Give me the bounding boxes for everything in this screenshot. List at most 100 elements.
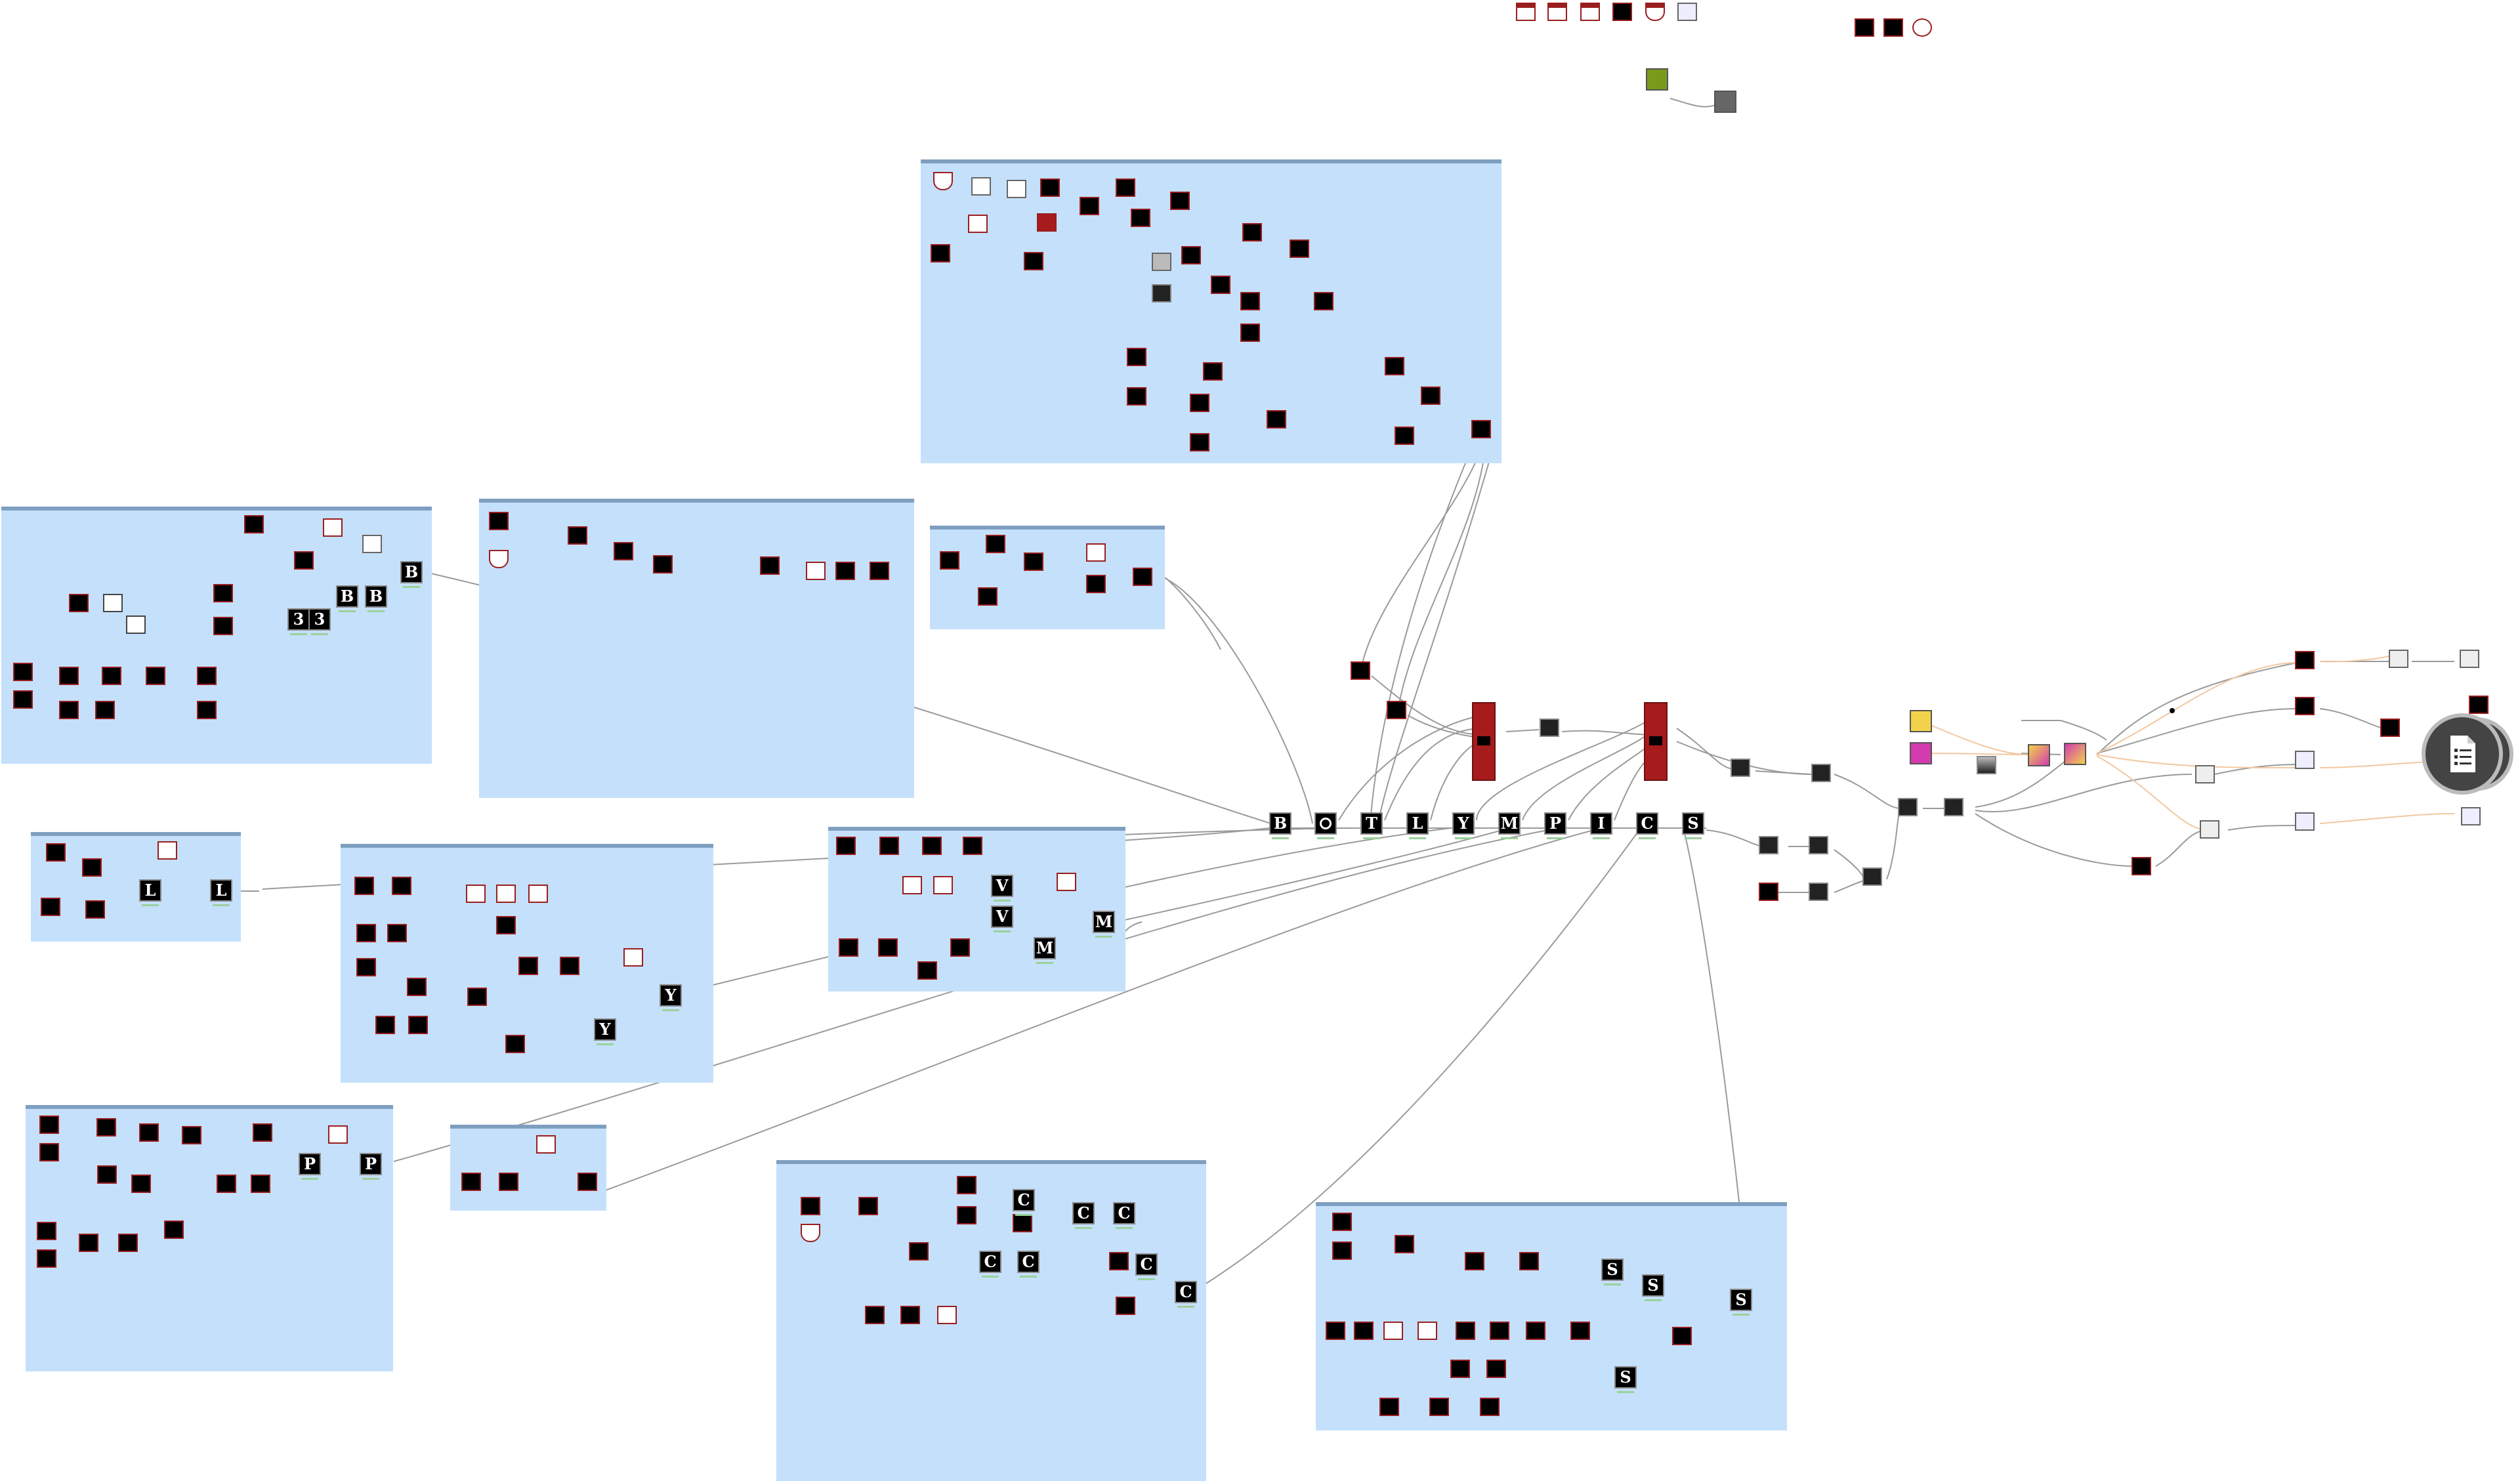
node[interactable] — [2195, 765, 2215, 783]
node[interactable] — [197, 701, 217, 719]
node[interactable] — [933, 876, 953, 894]
texture-node[interactable] — [1714, 91, 1736, 113]
node[interactable] — [1811, 764, 1831, 782]
main-node-c[interactable]: C — [1636, 812, 1658, 839]
node[interactable] — [1418, 1322, 1437, 1340]
node[interactable] — [1354, 1322, 1374, 1340]
node[interactable] — [1240, 323, 1260, 342]
node[interactable] — [489, 512, 509, 530]
node[interactable] — [356, 958, 376, 976]
node[interactable] — [408, 1016, 428, 1034]
node[interactable] — [963, 837, 982, 855]
node[interactable] — [461, 1173, 481, 1191]
group-b-node[interactable]: B — [365, 585, 387, 612]
node[interactable] — [37, 1222, 56, 1240]
node[interactable] — [623, 948, 643, 967]
node[interactable] — [1490, 1322, 1509, 1340]
node[interactable] — [2460, 650, 2479, 668]
node[interactable] — [1898, 798, 1918, 816]
node[interactable] — [1383, 1322, 1403, 1340]
main-node-s[interactable]: S — [1682, 812, 1704, 839]
node[interactable] — [1203, 362, 1223, 381]
group-l[interactable] — [31, 832, 241, 942]
node[interactable] — [362, 535, 382, 553]
group-c-node[interactable]: C — [1072, 1202, 1095, 1229]
node[interactable] — [496, 916, 516, 934]
group-s-node[interactable]: S — [1614, 1366, 1637, 1393]
node[interactable] — [528, 885, 548, 903]
group-s-node[interactable]: S — [1642, 1274, 1664, 1301]
node[interactable] — [41, 898, 60, 916]
node[interactable] — [968, 215, 988, 233]
node[interactable] — [387, 924, 407, 942]
node[interactable] — [146, 667, 165, 685]
node[interactable] — [931, 244, 950, 262]
node[interactable] — [158, 841, 177, 860]
node[interactable] — [496, 885, 516, 903]
group-p-node[interactable]: P — [360, 1153, 382, 1180]
node[interactable] — [1540, 719, 1559, 737]
node[interactable] — [978, 587, 998, 606]
group-y-node[interactable]: Y — [660, 984, 682, 1011]
main-node-i[interactable]: I — [1590, 812, 1612, 839]
node[interactable] — [294, 551, 314, 570]
node[interactable] — [2295, 651, 2315, 669]
node[interactable] — [1526, 1322, 1545, 1340]
group-p-node[interactable]: P — [299, 1153, 321, 1180]
main-node-m[interactable]: M — [1498, 812, 1521, 839]
gradient-node[interactable] — [2064, 743, 2086, 765]
node[interactable] — [1037, 213, 1057, 232]
group-s-node[interactable]: S — [1601, 1259, 1624, 1285]
node[interactable] — [328, 1125, 348, 1144]
preview-node[interactable] — [1580, 3, 1600, 21]
node[interactable] — [1242, 223, 1262, 241]
node[interactable] — [213, 617, 233, 635]
node[interactable] — [59, 667, 79, 685]
node[interactable] — [102, 667, 121, 685]
node[interactable] — [1057, 873, 1076, 891]
main-node-p[interactable]: P — [1544, 812, 1566, 839]
node[interactable] — [39, 1116, 59, 1134]
preview-node[interactable] — [1516, 3, 1536, 21]
main-node-t[interactable]: T — [1360, 812, 1383, 839]
node[interactable] — [1133, 568, 1152, 586]
node[interactable] — [1351, 661, 1370, 680]
group-c-node[interactable]: C — [1013, 1189, 1035, 1216]
node[interactable] — [1385, 357, 1404, 375]
node[interactable] — [126, 615, 146, 634]
main-node-y[interactable]: Y — [1452, 812, 1475, 839]
node[interactable] — [1190, 433, 1209, 451]
node[interactable] — [1450, 1360, 1470, 1378]
node[interactable] — [1109, 1252, 1129, 1270]
node[interactable] — [2461, 807, 2481, 825]
group-top[interactable] — [921, 159, 1502, 463]
node[interactable] — [1395, 1235, 1414, 1253]
node[interactable] — [1024, 553, 1043, 571]
preview-node[interactable] — [1883, 18, 1903, 37]
node[interactable] — [2380, 719, 2400, 737]
node[interactable] — [13, 663, 33, 681]
node[interactable] — [806, 562, 826, 580]
node[interactable] — [182, 1126, 201, 1144]
texture-node[interactable] — [1646, 68, 1668, 91]
node[interactable] — [933, 172, 953, 190]
main-node-l[interactable]: L — [1406, 812, 1429, 839]
group-l-node[interactable]: L — [139, 879, 161, 906]
preview-node[interactable] — [1645, 3, 1665, 21]
node[interactable] — [1240, 292, 1260, 310]
node[interactable] — [1181, 246, 1201, 264]
node[interactable] — [499, 1173, 518, 1191]
node[interactable] — [97, 1165, 117, 1184]
node[interactable] — [1131, 209, 1150, 227]
node[interactable] — [392, 877, 411, 895]
node[interactable] — [139, 1123, 159, 1142]
color-node-yellow[interactable] — [1910, 710, 1932, 732]
node[interactable] — [922, 837, 942, 855]
node[interactable] — [39, 1143, 59, 1161]
node[interactable] — [940, 551, 959, 570]
node[interactable] — [1024, 252, 1043, 270]
gradient-node[interactable] — [2028, 744, 2050, 766]
node[interactable] — [164, 1220, 184, 1239]
group-c-node[interactable]: C — [1113, 1202, 1135, 1229]
node[interactable] — [801, 1224, 820, 1242]
